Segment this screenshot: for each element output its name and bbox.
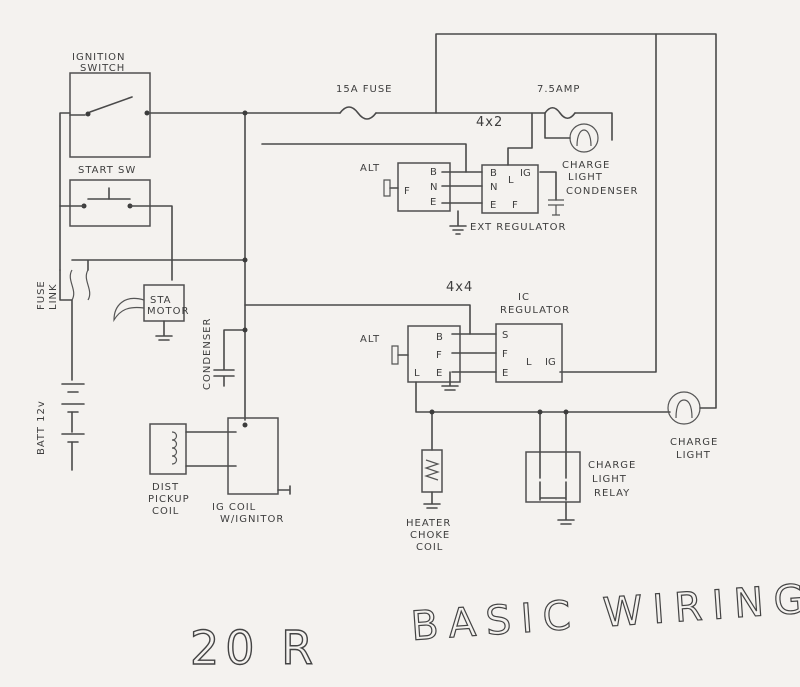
l-terminal-wire (415, 381, 671, 413)
fuse-15a-symbol (339, 106, 377, 120)
condenser-left-label: CONDENSER (202, 318, 213, 390)
condenser-left: CONDENSER (202, 318, 246, 390)
condenser-top-label: CONDENSER (566, 186, 638, 197)
alt-top-pin-n: N (430, 182, 437, 193)
ig-coil-label-2: W/IGNITOR (220, 514, 284, 525)
config-4x4-label: 4x4 (446, 280, 473, 295)
battery-label: BATT 12v (36, 400, 47, 455)
ic-regulator-label-2: REGULATOR (500, 305, 570, 316)
ext-reg-pin-ig: IG (520, 168, 531, 179)
fuse-link-bus (71, 259, 173, 271)
ignition-switch-label-1: IGNITION (72, 52, 126, 63)
external-regulator: B N L IG E F EXT REGULATOR (470, 164, 566, 233)
battery-lead (59, 269, 73, 381)
alt-bottom-label: ALT (360, 334, 380, 345)
config-4x2-label: 4x2 (476, 115, 503, 130)
ext-reg-pin-b: B (490, 168, 497, 179)
heater-choke-label-2: CHOKE (410, 530, 450, 541)
fuse-75a-label: 7.5AMP (537, 84, 580, 95)
start-switch: START SW (69, 165, 151, 227)
alternator-bottom: ALT B F E L (360, 325, 461, 383)
title-part-1: 20 R (190, 621, 319, 675)
heater-choke-label-1: HEATER (406, 518, 451, 529)
charge-light-bottom-label-2: LIGHT (676, 450, 711, 461)
ic-reg-pin-l: L (526, 357, 532, 368)
title-part-2: BASIC WIRING (409, 576, 800, 650)
relay-label-3: RELAY (594, 488, 630, 499)
ic-reg-pin-f: F (502, 349, 508, 360)
fuse-link: FUSE LINK (36, 205, 91, 310)
ext-reg-pin-l: L (508, 175, 514, 186)
fuse-15a-label: 15A FUSE (336, 84, 392, 95)
charge-light-bottom: CHARGE LIGHT (667, 391, 718, 461)
ic-reg-pin-e: E (502, 368, 508, 379)
ig-to-4x2-b (261, 143, 467, 173)
alt-bottom-pin-b: B (436, 332, 443, 343)
ext-regulator-label: EXT REGULATOR (470, 222, 566, 233)
condenser-top-symbol (548, 199, 564, 216)
start-to-starter (129, 205, 173, 281)
ic-reg-pin-ig: IG (545, 357, 556, 368)
heater-choke-coil: HEATER CHOKE COIL (406, 411, 451, 553)
dist-pickup-label-3: COIL (152, 506, 179, 517)
charge-light-bottom-label-1: CHARGE (670, 437, 718, 448)
ground-4x2 (449, 210, 467, 235)
alt-top-pin-b: B (430, 167, 437, 178)
charge-light-in (544, 112, 571, 139)
alternator-top: ALT B N E F (360, 162, 451, 212)
relay-label-2: LIGHT (592, 474, 627, 485)
charge-light-l-wire (507, 112, 533, 166)
relay-label-1: CHARGE (588, 460, 636, 471)
ic-regulator-label-1: IC (518, 292, 530, 303)
ic-regulator: IC REGULATOR S F E L IG (495, 292, 570, 383)
alt-top-pin-f: F (404, 186, 410, 197)
sta-motor-label-2: MOTOR (147, 306, 189, 317)
start-sw-label: START SW (78, 165, 136, 176)
fuse-75a-symbol (544, 106, 576, 120)
charge-light-relay: CHARGE LIGHT RELAY (525, 411, 636, 525)
alt-bottom-pin-l: L (414, 368, 420, 379)
dist-pickup-coil: DIST PICKUP COIL (148, 423, 190, 517)
ic-reg-pin-s: S (502, 330, 508, 341)
charge-light-top: CHARGE LIGHT (562, 123, 610, 183)
ig-to-4x4 (244, 304, 471, 335)
ig-coil-ignitor: IG COIL W/IGNITOR (212, 417, 291, 525)
battery: BATT 12v (36, 383, 85, 471)
ext-reg-pin-e: E (490, 200, 496, 211)
charge-light-top-label-1: CHARGE (562, 160, 610, 171)
ig-coil-label-1: IG COIL (212, 502, 256, 513)
alt-top-label: ALT (360, 163, 380, 174)
heater-choke-label-3: COIL (416, 542, 443, 553)
ext-reg-pin-n: N (490, 182, 497, 193)
starter-motor: STA MOTOR (113, 284, 189, 341)
reg-ig-to-condenser (539, 171, 557, 201)
ignition-switch-label-2: SWITCH (80, 63, 125, 74)
fuse-link-label-1: FUSE (36, 280, 47, 310)
ground-4x4 (441, 371, 459, 391)
dist-pickup-label-1: DIST (152, 482, 179, 493)
start-left-wire (59, 112, 85, 207)
ignition-switch: IGNITION SWITCH (69, 52, 151, 158)
charge-light-top-label-2: LIGHT (568, 172, 603, 183)
alt-bottom-pin-f: F (436, 350, 442, 361)
charge-light-feed (574, 112, 613, 141)
ext-reg-pin-f: F (512, 200, 518, 211)
sta-motor-label-1: STA (150, 295, 172, 306)
alt-top-pin-e: E (430, 197, 436, 208)
alt-to-ic-wires (451, 333, 497, 373)
dist-pickup-label-2: PICKUP (148, 494, 190, 505)
alt-bottom-pin-e: E (436, 368, 442, 379)
fuse-link-label-2: LINK (48, 283, 59, 310)
charge-light-bottom-feed (655, 33, 717, 409)
